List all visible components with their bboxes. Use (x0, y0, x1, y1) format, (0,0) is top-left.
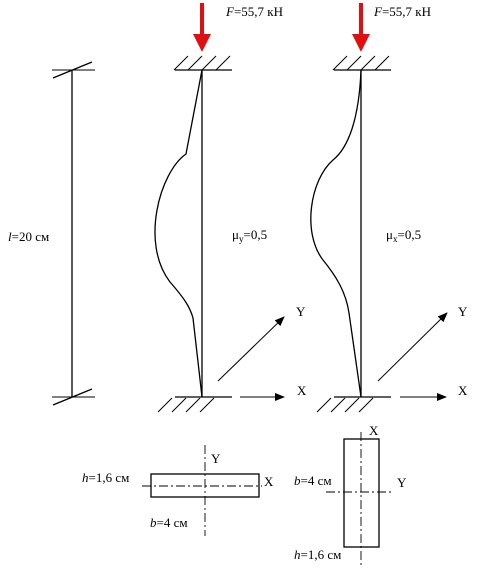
right-cross-section (326, 432, 392, 567)
left-section-y-label: Y (211, 451, 221, 466)
left-top-support (173, 55, 232, 71)
left-y-axis-label: Y (296, 304, 306, 319)
left-force-arrow (193, 3, 211, 52)
left-y-axis-arrow (217, 316, 285, 382)
right-bottom-support (316, 396, 391, 413)
right-top-support (332, 55, 391, 71)
right-x-axis-label: X (458, 383, 468, 398)
left-section-x-label: X (264, 474, 274, 489)
left-x-axis-label: X (297, 383, 307, 398)
left-column (154, 3, 285, 413)
right-mu-label: μx=0,5 (386, 227, 421, 244)
right-force-arrow (352, 3, 370, 52)
right-column (310, 3, 448, 413)
left-buckling-curve (154, 69, 203, 398)
left-section-h-label: h=1,6 см (82, 470, 129, 485)
length-label: l=20 см (8, 229, 49, 244)
right-section-h-label: h=1,6 см (294, 547, 341, 562)
right-section-b-label: b=4 см (294, 473, 332, 488)
left-mu-label: μy=0,5 (232, 227, 267, 244)
right-y-axis-label: Y (458, 304, 468, 319)
left-force-label: F=55,7 кН (225, 4, 283, 19)
length-dimension (52, 61, 95, 406)
right-force-label: F=55,7 кН (373, 4, 431, 19)
right-section-rect (343, 438, 380, 548)
right-buckling-curve (310, 69, 362, 398)
right-section-y-label: Y (397, 475, 407, 490)
left-section-b-label: b=4 см (150, 515, 188, 530)
right-y-axis-arrow (377, 312, 448, 382)
left-bottom-support (157, 396, 232, 413)
right-section-x-label: X (369, 423, 379, 438)
left-cross-section (142, 445, 262, 536)
